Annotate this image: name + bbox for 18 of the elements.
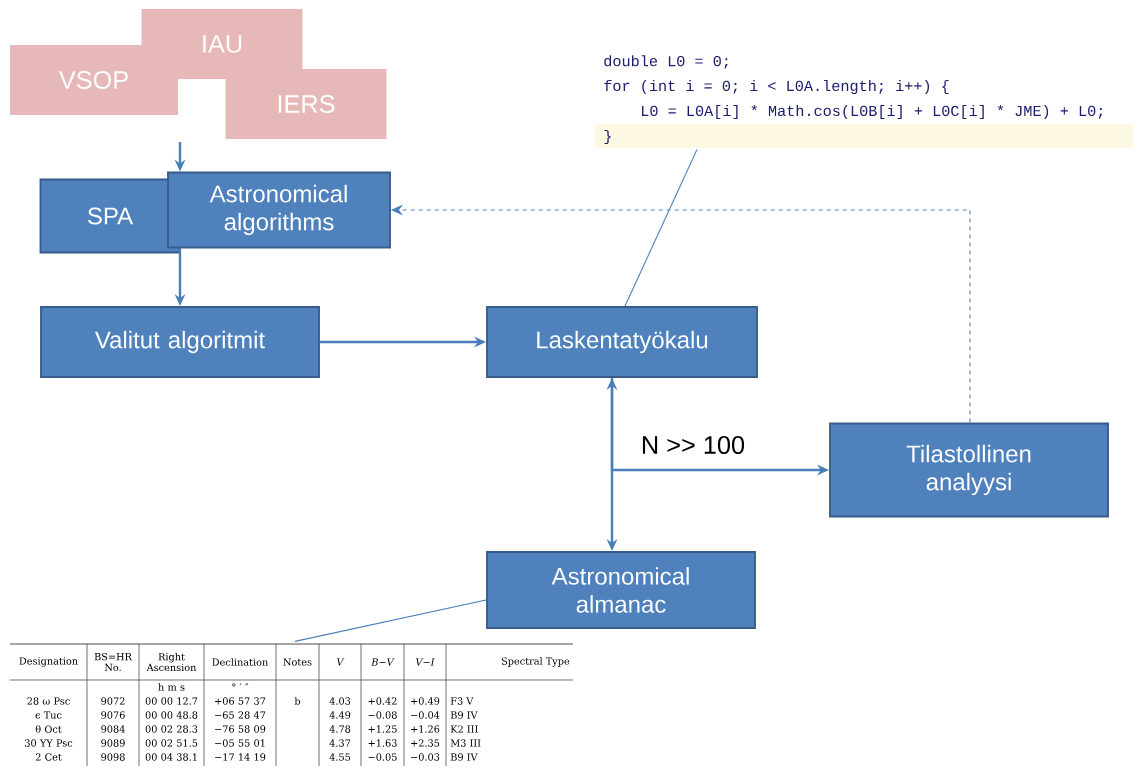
code-snippet: double L0 = 0; for (int i = 0; i < L0A.length; i++) { L0 = L0A[i] * Math.cos(L0B[i] + L0C[i] * JME) + L0; } (595, 55, 1133, 148)
node-label: double L0 = 0; (604, 55, 728, 69)
node-label: L0 = L0A[i] * Math.cos(L0B[i] + L0C[i] * JME) + L0; (642, 104, 1103, 120)
node-label: for (int i = 0; i < L0A.length; i++) { (604, 79, 949, 95)
edge-label: N >> 100 (639, 434, 747, 456)
process-box: Astronomical algorithms (167, 171, 391, 249)
data-table: Designation BS=HR No. Right Ascension Declination Notes V B−V V−I Spectral Type h m s ° ′ ″ 28 ω Psc 9072 00 00 12.7 +06 57 37 b 4.03 +0.42 +0.49 F3 V ϵ Tuc 9076 00 00 48.8 −65 28 47 4.49 −0.08 −0.04 B9 IV θ Oct 9084 00 02 28.3 −76 58 09 4.78 +1.25 +1.26 K2 III 30 YY Psc 9089 00 02 51.5 −05 55 01 4.37 +1.63 +2.35 M3 III 2 Cet 9098 00 04 38.1 −17 14 19 4.55 −0.05 −0.03 B9 IV (9, 643, 574, 767)
process-box: SPA (39, 178, 181, 254)
leader-line (624, 149, 698, 307)
node-label: IAU (203, 35, 242, 53)
process-box: Laskentatyökalu (486, 306, 758, 378)
leader-line (294, 599, 487, 642)
source-box: IAU (141, 9, 303, 79)
process-box: Valitut algoritmit (40, 306, 320, 378)
source-box: VSOP (10, 45, 178, 115)
process-box: Astronomical almanac (486, 551, 756, 629)
process-box: Tilastollinen analyysi (829, 422, 1109, 518)
source-box: IERS (225, 69, 387, 139)
